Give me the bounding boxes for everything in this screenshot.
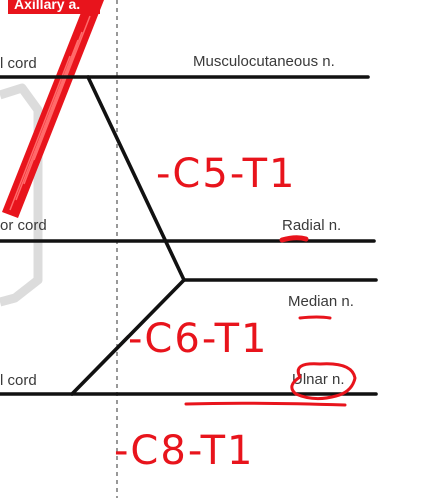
root-annotation-c6-t1: -C6-T1 (128, 316, 268, 362)
plexus-lines (0, 75, 378, 396)
root-annotation-c8-t1: -C8-T1 (114, 428, 254, 474)
median-nerve-label: Median n. (288, 293, 354, 310)
axillary-artery (2, 0, 104, 218)
radial-underline (279, 235, 309, 243)
background-shape (0, 83, 43, 307)
medial-cord-label: l cord (0, 372, 37, 389)
axillary-badge-label: Axillary a. (14, 0, 80, 12)
median-underline (298, 315, 332, 320)
axillary-badge (8, 0, 100, 14)
ulnar-circle (290, 362, 357, 401)
medial-root-of-median (70, 278, 186, 396)
ulnar-nerve-label: Ulnar n. (292, 371, 345, 388)
lateral-root-of-median (86, 75, 186, 282)
musculocutaneous-nerve-label: Musculocutaneous n. (193, 53, 335, 70)
lateral-cord-label: l cord (0, 55, 37, 72)
root-annotation-c5-t1: -C5-T1 (156, 151, 296, 197)
posterior-cord-label: or cord (0, 217, 47, 234)
medial-underline (184, 401, 347, 407)
radial-nerve-label: Radial n. (282, 217, 341, 234)
ink-annotations: -C5-T1 -C6-T1 -C8-T1 (114, 151, 357, 474)
